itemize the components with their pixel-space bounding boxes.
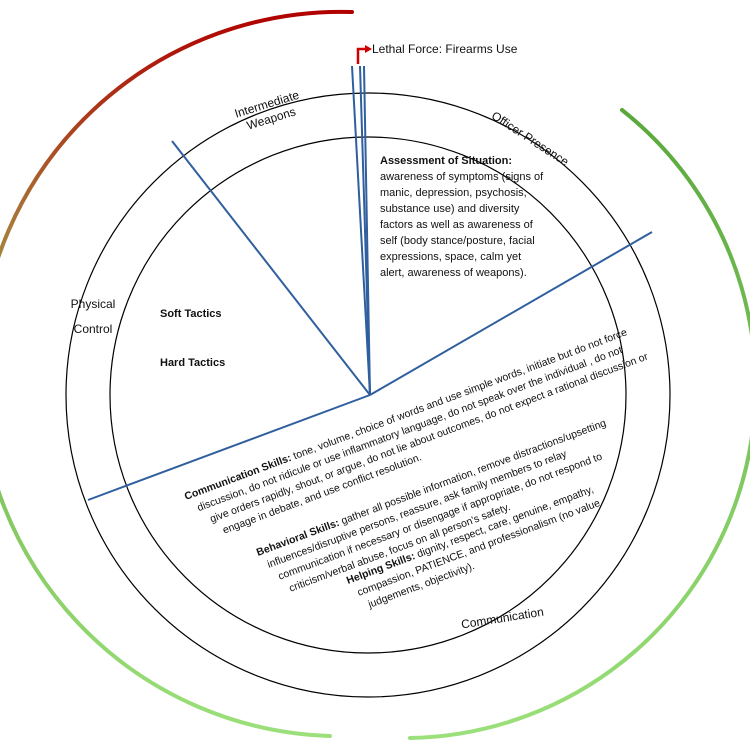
inner-circle [109,136,627,654]
lethal-force-arrow-icon [356,47,367,64]
assessment-block: Assessment of Situation: awareness of sy… [380,155,544,279]
assessment-line: awareness of symptoms (signs of [380,171,544,183]
divider-line-left [87,394,371,501]
hard-tactics-label: Hard Tactics [160,357,225,369]
outer-arc-left-red-to-green [0,9,354,738]
assessment-line: substance use) and diversity [380,203,520,215]
assessment-line: expressions, space, calm yet [380,251,521,263]
lethal-force-label: Lethal Force: Firearms Use [372,42,518,56]
divider-line-top-a [351,65,371,396]
assessment-heading: Assessment of Situation: [380,155,512,167]
soft-tactics-label: Soft Tactics [160,308,222,320]
outer-arc-right-green [408,108,750,740]
assessment-line: self (body stance/posture, facial [380,235,535,247]
arrow-head-icon [365,45,372,53]
assessment-line: alert, awareness of weapons). [380,267,527,279]
communication-label: Communication [460,605,545,632]
physical-control-label-line1: Physical [71,297,116,311]
divider-line-top-c [363,65,371,396]
physical-control-label-line2: Control [74,322,113,336]
assessment-line: factors as well as awareness of [380,219,534,231]
outer-circle [65,92,671,698]
divider-line-upper-left [171,140,371,396]
divider-line-right [369,231,653,396]
assessment-line: manic, depression, psychosis, [380,187,527,199]
